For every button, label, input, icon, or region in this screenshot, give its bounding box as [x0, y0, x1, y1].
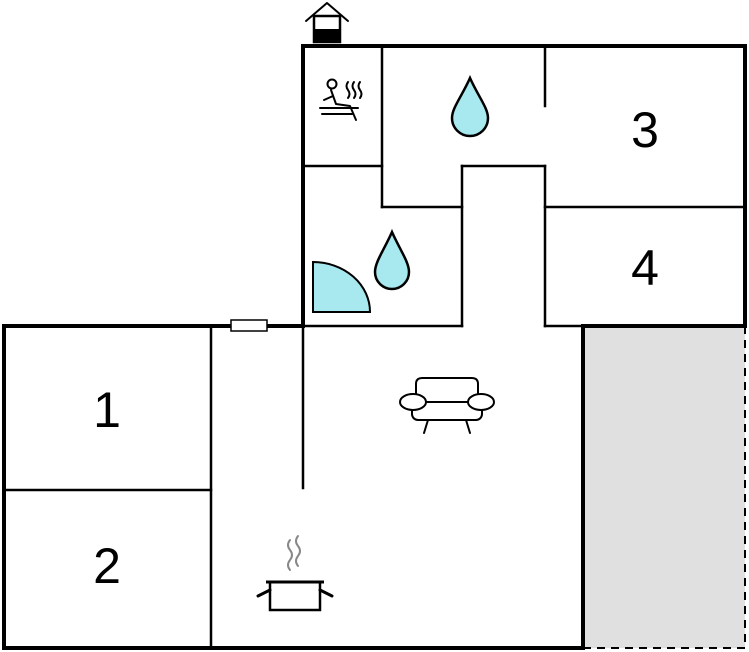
room-1-label: 1: [93, 382, 121, 438]
room-4-label: 4: [631, 240, 659, 296]
kitchen-pot-icon: [256, 535, 334, 612]
bathroom-drop-icon: [450, 74, 490, 138]
outer-walls: [2, 44, 747, 650]
shower-drop-icon: [373, 228, 411, 291]
room-3-label: 3: [631, 102, 659, 158]
sofa-icon: [399, 377, 495, 434]
lower-wing-walls: [2, 324, 305, 650]
window-icon: [230, 319, 268, 332]
shower-cabin-icon: [312, 260, 372, 313]
entrance-icon: [305, 2, 349, 44]
upper-wing-walls: [301, 44, 747, 328]
room-2-label: 2: [93, 538, 121, 594]
sauna-icon: [319, 78, 363, 121]
terrace-area: [583, 326, 745, 648]
